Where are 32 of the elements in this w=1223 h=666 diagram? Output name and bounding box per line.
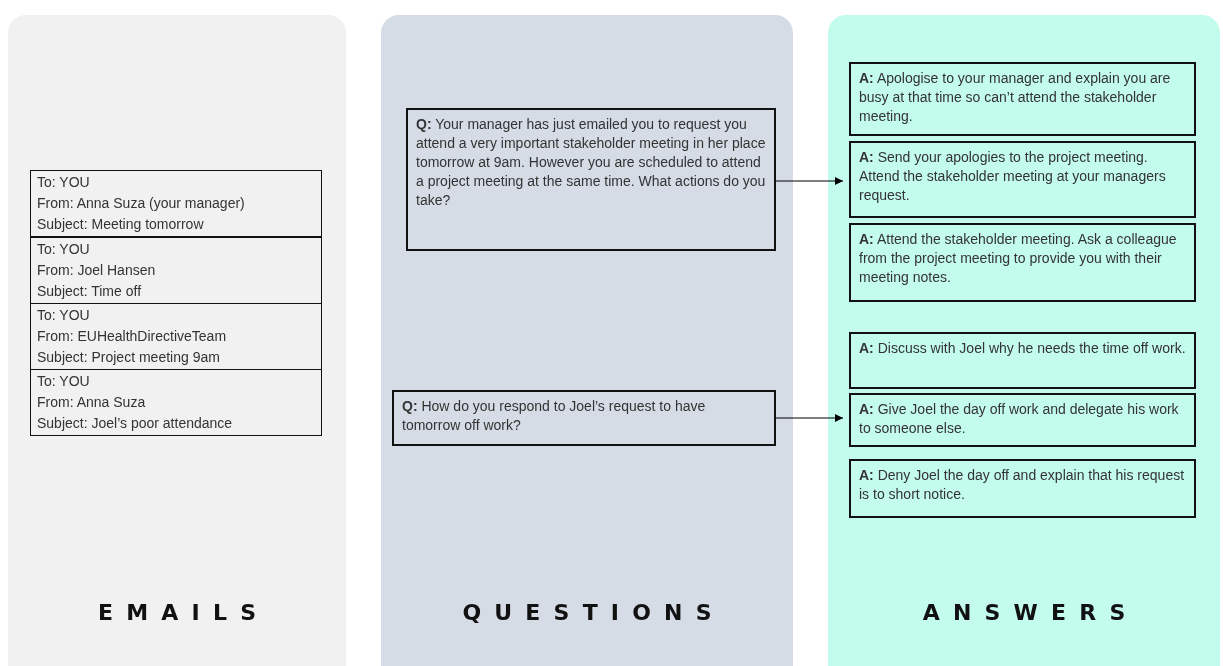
answer-box: A: Attend the stakeholder meeting. Ask a colleague from the project meeting to provide you with their meeting notes. [849, 223, 1196, 302]
column-heading: QUESTIONS [461, 600, 726, 625]
column-panel [381, 15, 793, 666]
email-card [30, 237, 322, 304]
email-field: Subject: Time off [37, 281, 315, 302]
email-field: From: Joel Hansen [37, 260, 315, 281]
email-card [30, 303, 322, 370]
column-heading: EMAILS [97, 600, 271, 625]
column-panel [828, 15, 1220, 666]
email-card [30, 369, 322, 436]
arrow [775, 414, 844, 422]
column-panel [8, 15, 346, 666]
email-field: To: YOU [37, 305, 315, 326]
answer-box: A: Give Joel the day off work and delegate his work to someone else. [849, 393, 1196, 447]
email-field: Subject: Meeting tomorrow [37, 214, 315, 235]
answer-box: A: Apologise to your manager and explain you are busy at that time so can’t attend the stakeholder meeting. [849, 62, 1196, 136]
email-field: To: YOU [37, 371, 315, 392]
arrow [775, 177, 844, 185]
answer-box: A: Discuss with Joel why he needs the time off work. [849, 332, 1196, 389]
email-field: Subject: Project meeting 9am [37, 347, 315, 368]
column-heading: ANSWERS [921, 600, 1140, 625]
email-field: From: Anna Suza (your manager) [37, 193, 315, 214]
email-field: To: YOU [37, 172, 315, 193]
answer-box: A: Deny Joel the day off and explain that his request is to short notice. [849, 459, 1196, 518]
email-field: From: EUHealthDirectiveTeam [37, 326, 315, 347]
answer-box: A: Send your apologies to the project meeting. Attend the stakeholder meeting at your managers request. [849, 141, 1196, 218]
question-box: Q: How do you respond to Joel’s request to have tomorrow off work? [392, 390, 776, 446]
email-field: From: Anna Suza [37, 392, 315, 413]
email-field: To: YOU [37, 239, 315, 260]
email-card [30, 170, 322, 237]
question-box: Q: Your manager has just emailed you to request you attend a very important stakeholder meeting in her place tomorrow at 9am. However you are scheduled to attend a project meeting at the same time. What actions do you take? [406, 108, 776, 251]
email-field: Subject: Joel’s poor attendance [37, 413, 315, 434]
